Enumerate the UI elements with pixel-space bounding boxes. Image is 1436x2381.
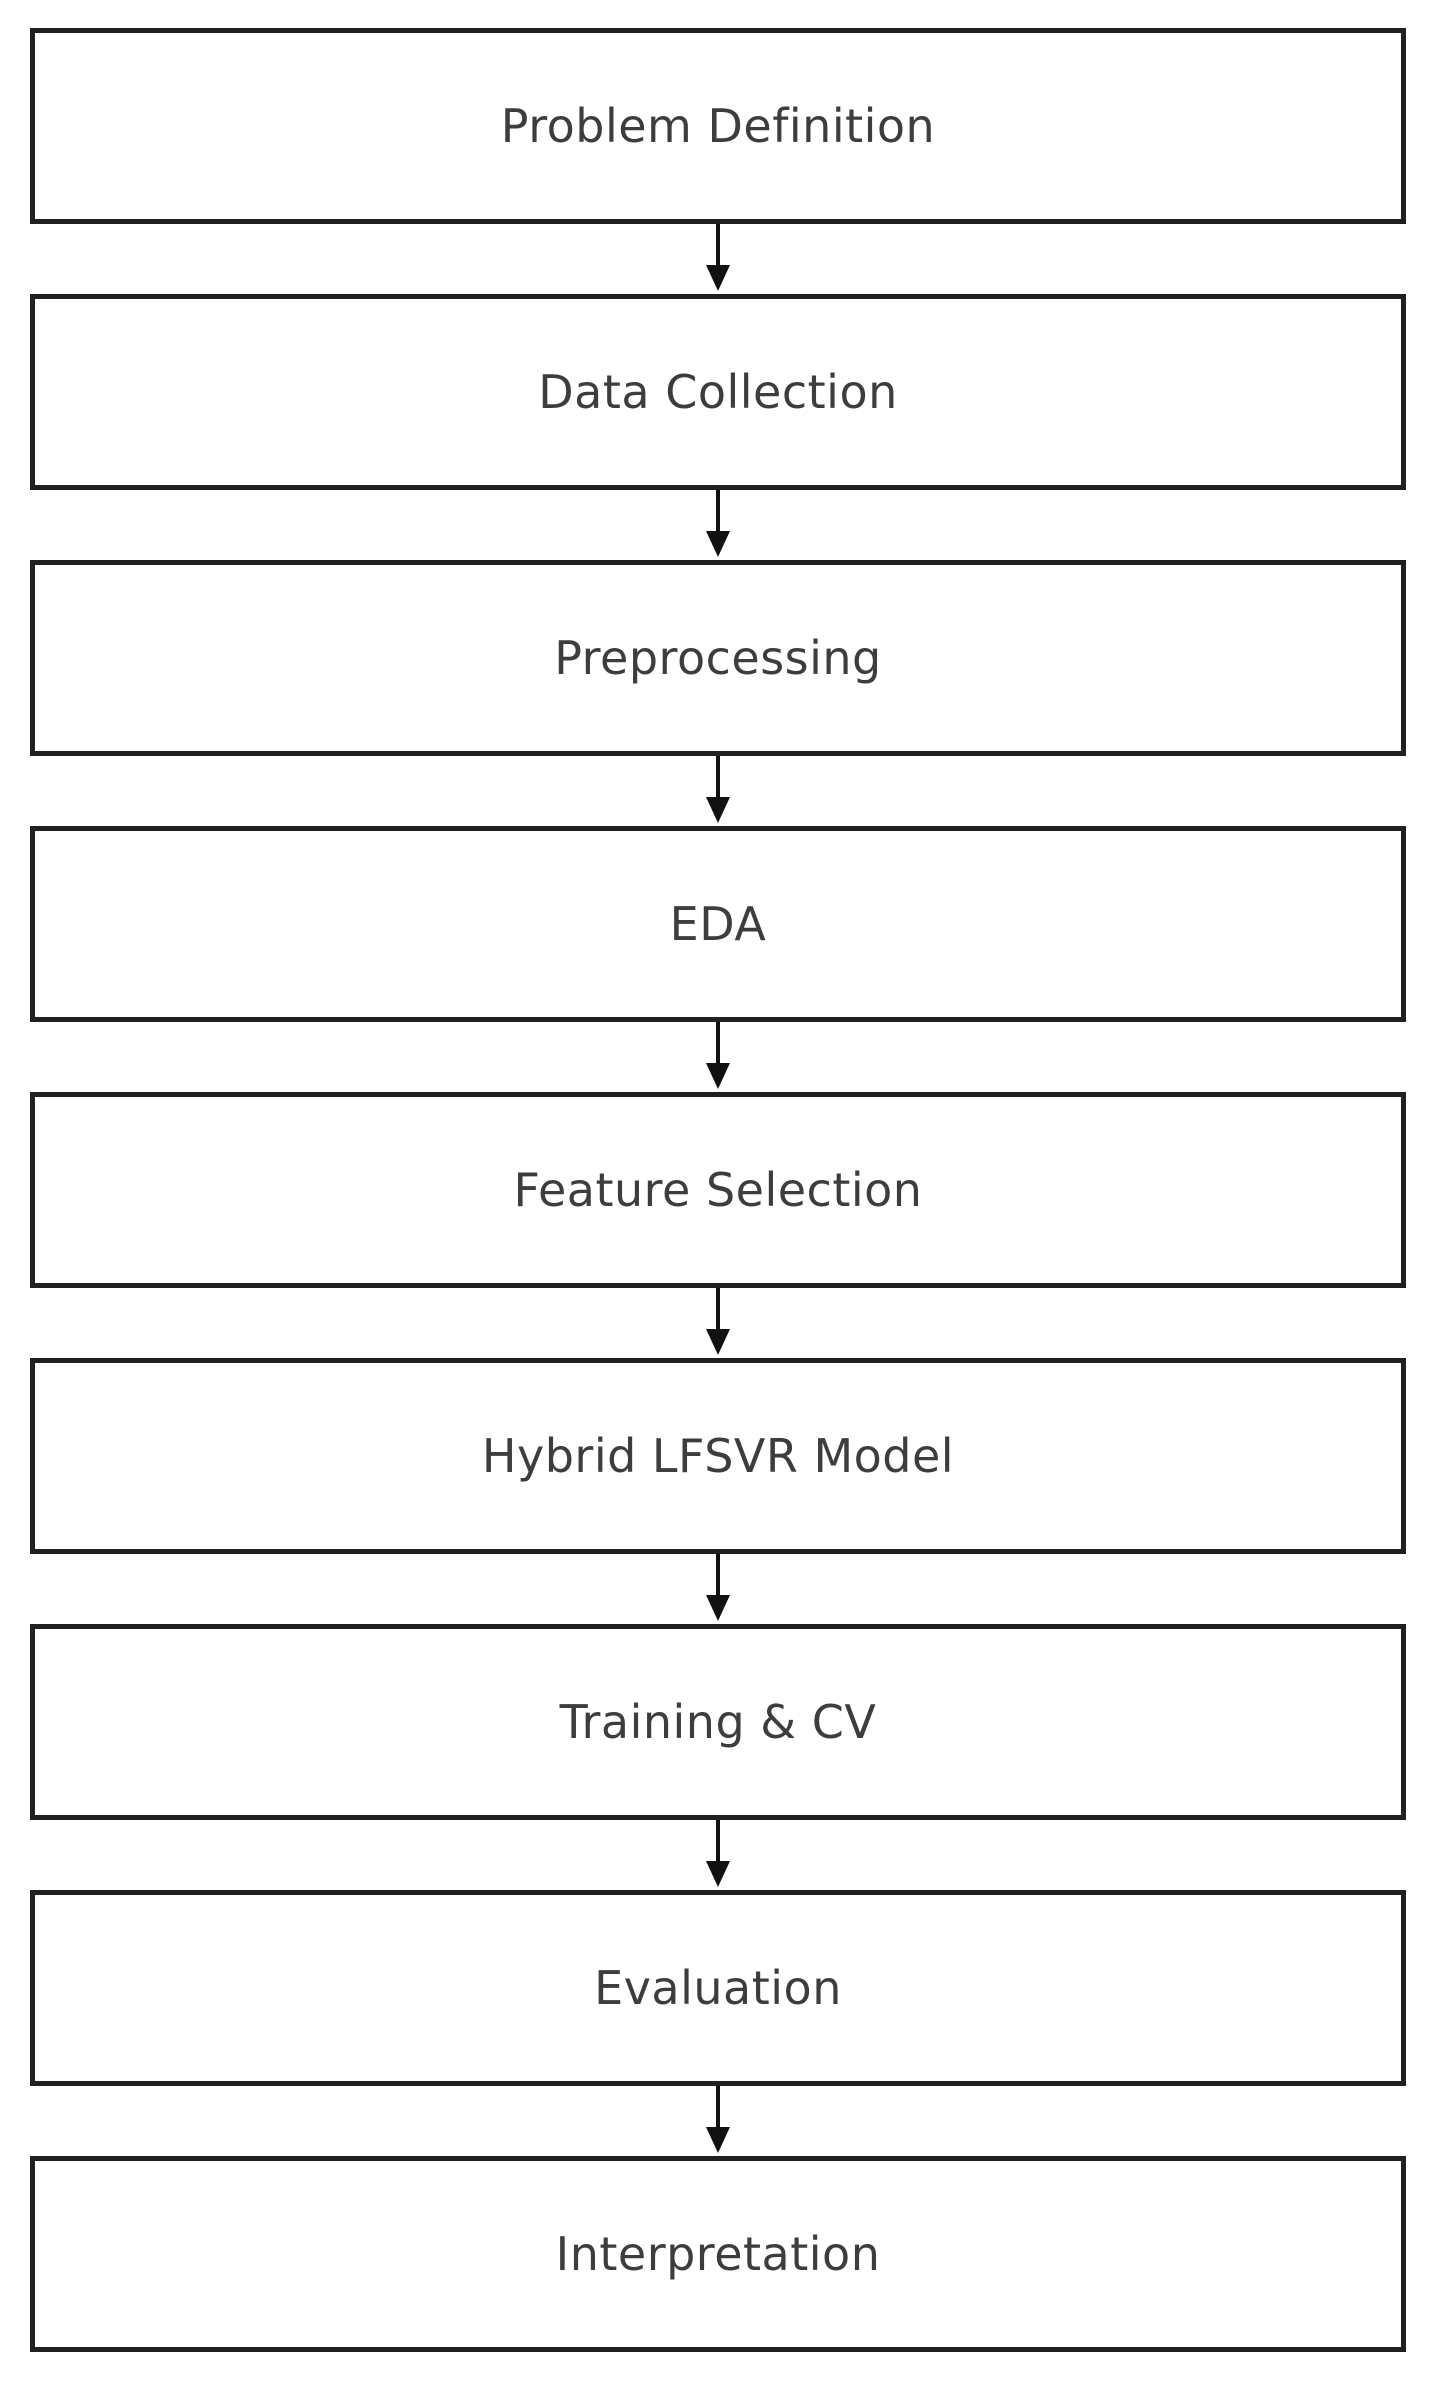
- arrow-down-icon: [0, 756, 1436, 826]
- arrow-down-icon: [0, 1022, 1436, 1092]
- flow-step-interpretation: Interpretation: [30, 2156, 1406, 2352]
- flow-step-label: EDA: [669, 897, 767, 951]
- flow-step-label: Preprocessing: [554, 631, 882, 685]
- arrow-down-icon: [0, 1554, 1436, 1624]
- flow-step-training-and-cv: Training & CV: [30, 1624, 1406, 1820]
- flow-step-label: Training & CV: [559, 1695, 877, 1749]
- flow-step-eda: EDA: [30, 826, 1406, 1022]
- arrow-down-icon: [0, 1288, 1436, 1358]
- arrow-down-icon: [0, 1820, 1436, 1890]
- flow-step-hybrid-lfsvr-model: Hybrid LFSVR Model: [30, 1358, 1406, 1554]
- arrow-down-icon: [0, 224, 1436, 294]
- flow-step-label: Problem Definition: [500, 99, 936, 153]
- flow-step-problem-definition: Problem Definition: [30, 28, 1406, 224]
- flow-step-label: Data Collection: [538, 365, 898, 419]
- flow-step-data-collection: Data Collection: [30, 294, 1406, 490]
- flow-step-label: Evaluation: [594, 1961, 842, 2015]
- flow-step-feature-selection: Feature Selection: [30, 1092, 1406, 1288]
- flow-step-preprocessing: Preprocessing: [30, 560, 1406, 756]
- flow-step-evaluation: Evaluation: [30, 1890, 1406, 2086]
- flow-step-label: Interpretation: [555, 2227, 881, 2281]
- flow-step-label: Feature Selection: [513, 1163, 923, 1217]
- arrow-down-icon: [0, 2086, 1436, 2156]
- flow-step-label: Hybrid LFSVR Model: [481, 1429, 955, 1483]
- arrow-down-icon: [0, 490, 1436, 560]
